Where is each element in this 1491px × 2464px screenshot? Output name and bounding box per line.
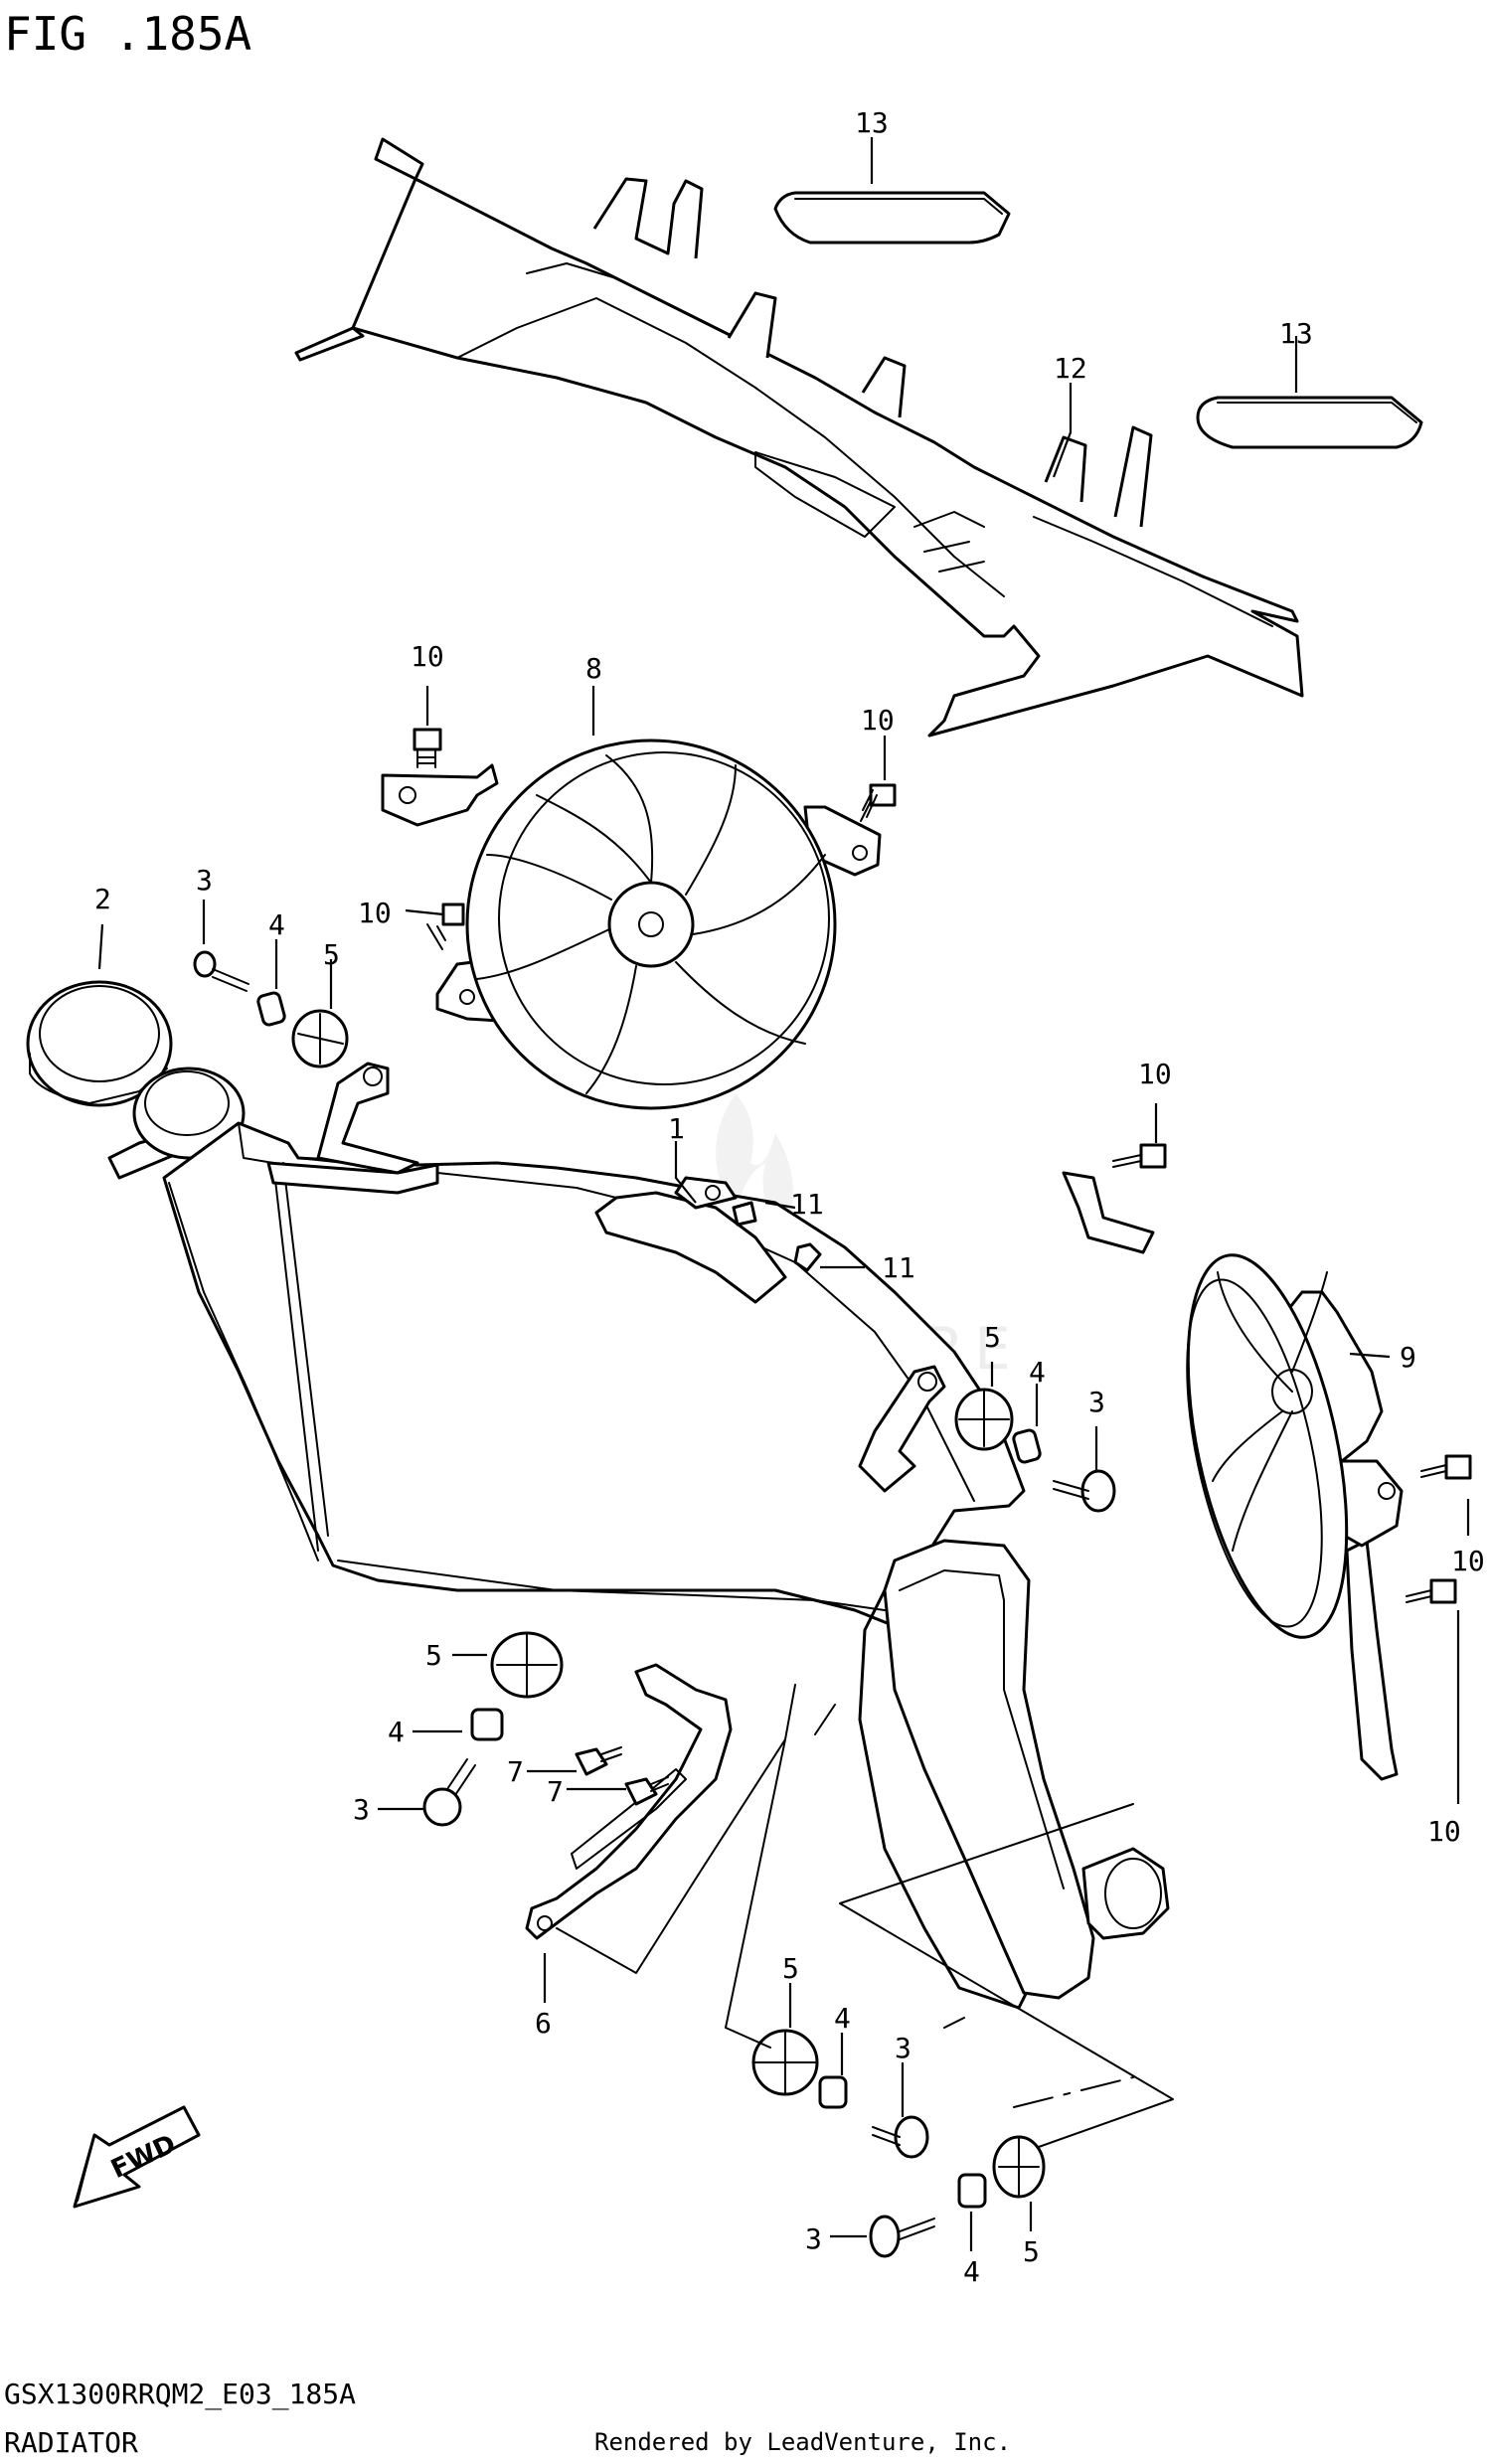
callout-1: 1 — [668, 1112, 685, 1145]
mid-bracket-right — [858, 1365, 946, 1493]
callout-4-bottom-middle: 4 — [834, 2002, 851, 2035]
clip-11-upper — [732, 1201, 757, 1227]
callout-4-bottom-right: 4 — [963, 2255, 980, 2288]
callout-10-fan-top-right: 10 — [861, 704, 895, 737]
fwd-direction-arrow: FWD — [73, 2105, 201, 2209]
callout-10-fan2-right: 10 — [1451, 1545, 1485, 1577]
callout-3-mid-right: 3 — [1088, 1386, 1105, 1418]
upper-bracket-left — [266, 1062, 439, 1195]
air-duct-shroud — [294, 137, 1304, 738]
callout-5-bottom-middle: 5 — [782, 1952, 799, 1985]
callout-10-fan-top-left: 10 — [411, 640, 444, 673]
callout-6: 6 — [535, 2007, 552, 2040]
upper-bracket-right — [594, 1176, 787, 1304]
callout-8: 8 — [585, 652, 602, 685]
pad-13-upper — [773, 191, 1011, 245]
clip-11-lower — [793, 1242, 822, 1272]
callout-4-upper-left: 4 — [268, 908, 285, 941]
callout-13-upper: 13 — [855, 106, 889, 139]
fastener-set-upper-left — [193, 950, 349, 1068]
callout-5-lower-left: 5 — [425, 1639, 442, 1672]
bolt-10-c — [426, 903, 465, 950]
callout-7-lower: 7 — [547, 1775, 564, 1808]
callout-3-lower-left: 3 — [353, 1793, 370, 1826]
callout-10-fan2-top: 10 — [1138, 1058, 1172, 1090]
radiator-cap — [26, 980, 173, 1107]
callout-5-upper-left: 5 — [323, 938, 340, 971]
callout-7-upper: 7 — [507, 1755, 524, 1788]
bolt-10-b — [860, 783, 897, 822]
bolt-10-d — [1112, 1143, 1167, 1169]
lower-bracket-6 — [525, 1663, 733, 1940]
callout-3-bottom-right: 3 — [805, 2222, 822, 2255]
bolt-10-e — [1420, 1454, 1472, 1480]
callout-10-fan-left: 10 — [358, 897, 392, 929]
model-code: GSX1300RRQM2_E03_185A — [4, 2378, 356, 2411]
callout-9: 9 — [1400, 1341, 1416, 1374]
radiator-side-tank — [883, 1539, 1170, 2000]
fastener-set-mid-right — [954, 1388, 1116, 1513]
callout-3-upper-left: 3 — [196, 864, 213, 897]
callout-5-bottom-right: 5 — [1023, 2235, 1040, 2268]
bolt-10-f — [1406, 1578, 1457, 1604]
section-name: RADIATOR — [4, 2426, 138, 2459]
callout-2: 2 — [94, 883, 111, 915]
callout-labels: 13 13 12 10 8 10 10 2 3 4 5 1 11 11 10 9… — [94, 106, 1485, 2288]
callout-13-lower: 13 — [1279, 317, 1313, 350]
figure-title: FIG .185A — [4, 7, 251, 61]
fastener-set-lower-left — [422, 1631, 669, 1827]
leader-lines — [97, 137, 1470, 2251]
radiator-core — [162, 1121, 1056, 2010]
bolt-10-a — [413, 728, 442, 768]
callout-4-lower-left: 4 — [388, 1716, 405, 1748]
callout-4-mid-right: 4 — [1029, 1356, 1046, 1389]
callout-11-upper: 11 — [790, 1188, 824, 1221]
callout-11-lower: 11 — [882, 1251, 915, 1284]
cooling-fan-upper — [381, 739, 882, 1110]
pad-13-lower — [1196, 396, 1423, 449]
fastener-set-bottom-right — [869, 2135, 1046, 2258]
cooling-fan-lower — [1062, 1171, 1404, 1781]
callout-5-mid-right: 5 — [984, 1321, 1001, 1354]
callout-3-bottom-middle: 3 — [895, 2032, 911, 2064]
callout-10-fan2-bottom: 10 — [1427, 1815, 1461, 1848]
rendered-by-credit: Rendered by LeadVenture, Inc. — [594, 2428, 1011, 2456]
callout-12: 12 — [1054, 352, 1087, 385]
